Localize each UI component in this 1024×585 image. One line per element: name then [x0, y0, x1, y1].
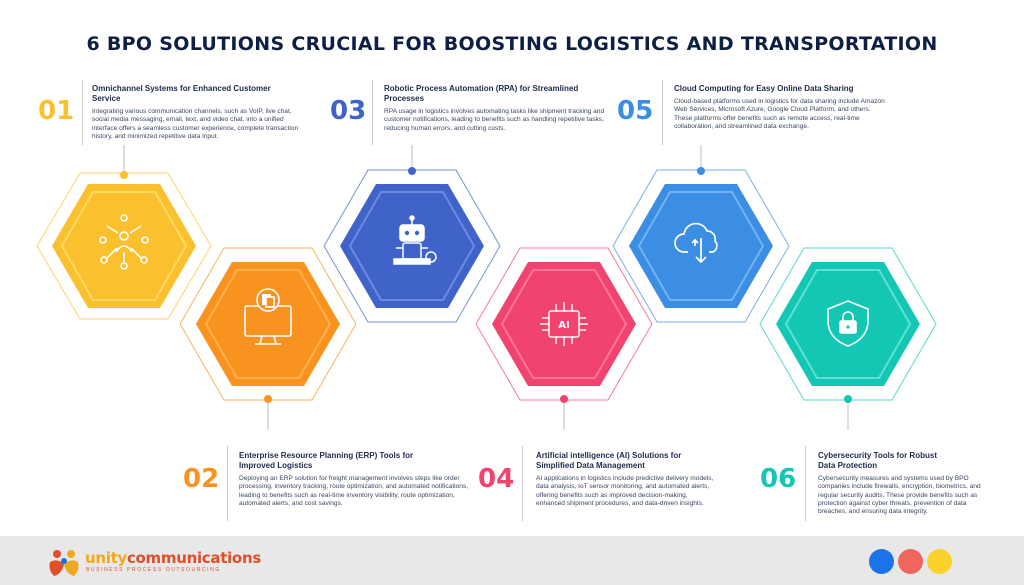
solution-text-04: Artificial intelligence (AI) Solutions f… — [536, 451, 718, 508]
hexagon-01 — [36, 172, 212, 320]
yellow-dot — [927, 549, 952, 574]
solution-number-05: 05 — [617, 96, 654, 126]
solution-text-05: Cloud Computing for Easy Online Data Sha… — [674, 84, 889, 131]
solution-number-06: 06 — [760, 464, 797, 494]
solution-description: RPA usage in logistics involves automati… — [384, 108, 605, 132]
divider — [662, 80, 663, 145]
hexagon-06 — [759, 247, 937, 401]
solution-description: AI applications in logistics include pre… — [536, 475, 714, 507]
page-title: 6 BPO SOLUTIONS CRUCIAL FOR BOOSTING LOG… — [86, 33, 938, 55]
solution-number-02: 02 — [183, 464, 220, 494]
hexagon-04: AI — [475, 247, 653, 401]
hexagon-02 — [179, 247, 357, 401]
solution-text-01: Omnichannel Systems for Enhanced Custome… — [92, 84, 300, 141]
monitor-documents-icon — [244, 288, 292, 345]
brand-prefix: unity — [85, 549, 127, 567]
solution-heading: Robotic Process Automation (RPA) for Str… — [384, 84, 579, 103]
red-dot — [898, 549, 923, 574]
solution-description: Deploying an ERP solution for freight ma… — [239, 475, 469, 507]
network-people-icon — [99, 214, 149, 270]
ai-chip-icon — [540, 302, 588, 346]
divider — [522, 446, 523, 521]
hexagon-diagram: AI — [36, 145, 937, 430]
hexagon-05 — [612, 169, 790, 323]
solution-heading: Omnichannel Systems for Enhanced Custome… — [92, 84, 271, 103]
solution-text-02: Enterprise Resource Planning (ERP) Tools… — [239, 451, 471, 508]
brand-suffix: communications — [126, 549, 261, 567]
cloud-transfer-icon — [674, 222, 718, 264]
blue-dot — [869, 549, 894, 574]
solution-number-04: 04 — [478, 464, 515, 494]
divider — [82, 80, 83, 145]
brand-tagline: BUSINESS PROCESS OUTSOURCING — [86, 567, 221, 573]
footer-bar — [0, 536, 1024, 585]
solution-text-06: Cybersecurity Tools for Robust Data Prot… — [818, 451, 994, 516]
shield-lock-icon — [827, 300, 869, 347]
solution-description: Integrating various communication channe… — [92, 108, 299, 140]
solution-heading: Artificial intelligence (AI) Solutions f… — [536, 451, 682, 470]
divider — [227, 446, 228, 521]
solution-heading: Cloud Computing for Easy Online Data Sha… — [674, 84, 854, 93]
solution-heading: Cybersecurity Tools for Robust Data Prot… — [818, 451, 937, 470]
unity-logo-icon — [49, 550, 79, 576]
solution-heading: Enterprise Resource Planning (ERP) Tools… — [239, 451, 414, 470]
robot-icon — [393, 215, 437, 265]
brand-name: unitycommunications — [85, 549, 261, 567]
hexagon-03 — [323, 169, 501, 323]
solution-number-03: 03 — [330, 96, 367, 126]
divider — [805, 446, 806, 521]
solution-number-01: 01 — [38, 96, 75, 126]
solution-description: Cybersecurity measures and systems used … — [818, 475, 981, 516]
solution-description: Cloud-based platforms used in logistics … — [674, 98, 885, 130]
ai-chip-label: AI — [558, 320, 569, 331]
solution-text-03: Robotic Process Automation (RPA) for Str… — [384, 84, 614, 133]
divider — [372, 80, 373, 145]
